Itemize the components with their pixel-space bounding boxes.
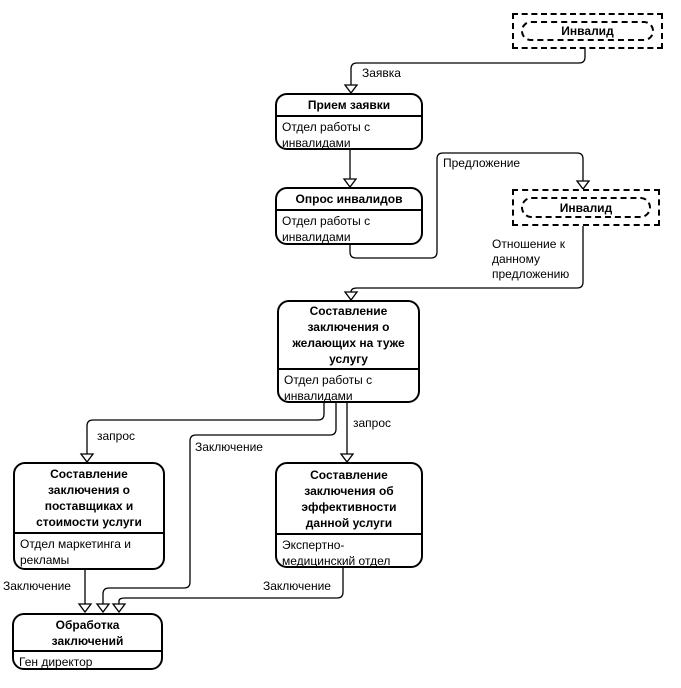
edge-otnoshenie-line[interactable] <box>350 225 584 293</box>
process-zaklyuchenie-postavshchiki[interactable]: Составление заключения о поставщиках и с… <box>13 462 165 570</box>
edge-priem-opros-arrowhead <box>342 178 358 189</box>
edge-predlozhenie-line[interactable] <box>349 152 584 259</box>
edge-zayavka-arrowhead <box>343 84 359 95</box>
process-title: Прием заявки <box>277 95 421 117</box>
edge-label-zapros-left: запрос <box>97 429 136 443</box>
process-zaklyuchenie-zhelayushchie[interactable]: Составление заключения о желающих на туж… <box>277 300 420 403</box>
edge-zapros-left-line[interactable] <box>86 403 325 454</box>
edge-otnoshenie-arrowhead <box>343 291 359 302</box>
edge-label-zayavka: Заявка <box>362 66 401 80</box>
edge-zaklyuchenie-right-line[interactable] <box>118 568 344 604</box>
entity-inner-frame: Инвалид <box>521 197 651 218</box>
edge-zapros-right-arrowhead <box>339 453 355 464</box>
process-priem-zayavki[interactable]: Прием заявки Отдел работы с инвалидами <box>275 93 423 150</box>
process-dept: Экспертно-медицинский отдел <box>282 538 391 568</box>
edge-zaklyuchenie-left-arrowhead <box>77 603 93 614</box>
edge-label-zaklyuchenie-mid: Заключение <box>195 440 263 454</box>
process-title: Составление заключения о поставщиках и с… <box>15 464 163 534</box>
edge-zaklyuchenie-mid-arrowhead <box>95 603 111 614</box>
process-dept: Отдел работы с инвалидами <box>284 373 373 403</box>
process-title: Составление заключения об эффективности … <box>277 464 421 535</box>
edge-label-predlozhenie: Предложение <box>443 156 521 170</box>
process-zaklyuchenie-effektivnost[interactable]: Составление заключения об эффективности … <box>275 462 423 568</box>
process-dept: Отдел работы с инвалидами <box>282 120 371 150</box>
process-dept: Отдел маркетинга и рекламы <box>20 537 131 567</box>
edge-zaklyuchenie-right-arrowhead <box>111 603 127 614</box>
entity-inner-frame: Инвалид <box>521 21 654 41</box>
edge-predlozhenie-arrowhead <box>575 180 591 191</box>
edge-zaklyuchenie-mid-line[interactable] <box>102 403 337 604</box>
edge-label-otnoshenie: Отношение к данному предложению <box>492 237 570 281</box>
process-dept: Отдел работы с инвалидами <box>282 214 371 244</box>
process-title: Обработка заключений <box>14 615 161 652</box>
edge-label-zaklyuchenie-right: Заключение <box>263 579 331 593</box>
external-entity-invalid-second[interactable]: Инвалид <box>512 189 660 226</box>
process-title: Составление заключения о желающих на туж… <box>279 302 418 370</box>
process-title: Опрос инвалидов <box>277 189 421 211</box>
process-dept: Ген директор <box>19 655 93 669</box>
edge-label-zaklyuchenie-left: Заключение <box>3 579 71 593</box>
external-entity-invalid-top[interactable]: Инвалид <box>512 13 663 49</box>
entity-label: Инвалид <box>561 24 614 38</box>
edge-zapros-left-arrowhead <box>79 453 95 464</box>
edge-zayavka-line[interactable] <box>350 49 586 85</box>
edge-label-zapros-right: запрос <box>353 416 392 430</box>
process-obrabotka-zaklyucheniy[interactable]: Обработка заключений Ген директор <box>12 613 163 670</box>
process-opros-invalidov[interactable]: Опрос инвалидов Отдел работы с инвалидам… <box>275 187 423 245</box>
entity-label: Инвалид <box>559 200 613 215</box>
